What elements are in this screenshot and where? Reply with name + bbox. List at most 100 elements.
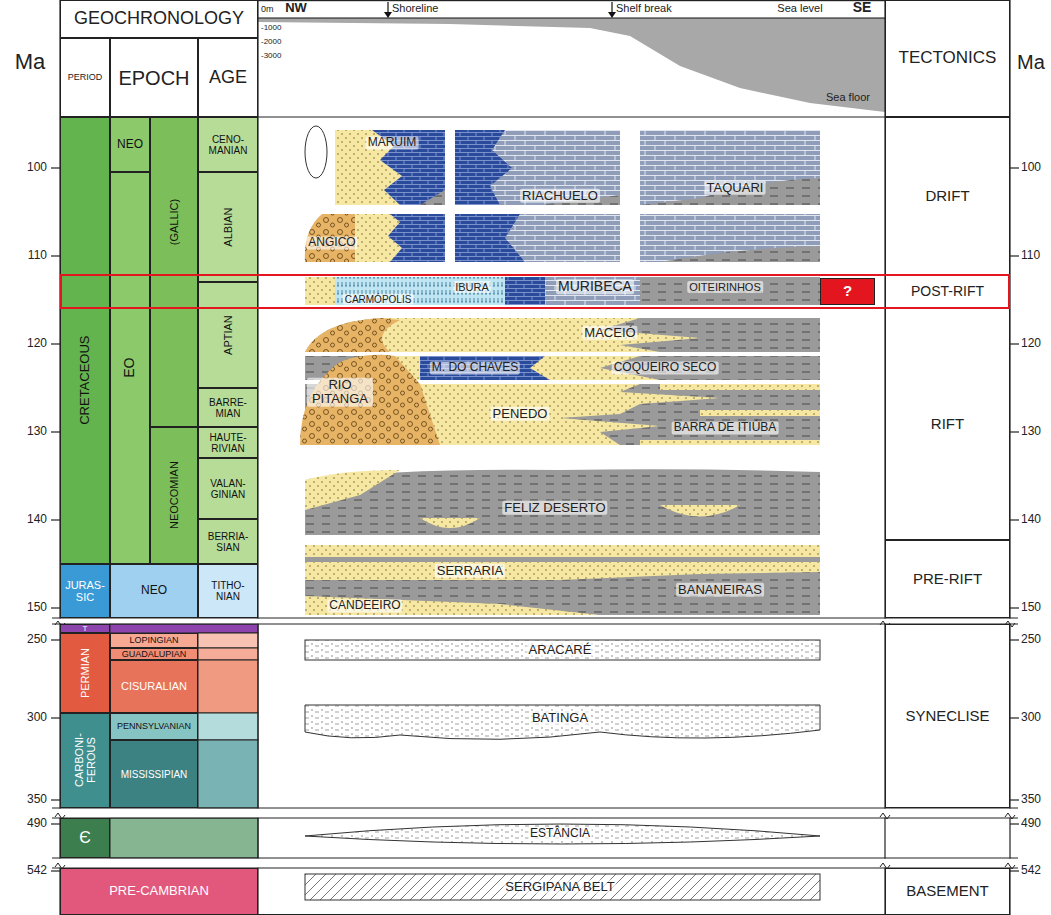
- marker-label: Shelf break: [616, 2, 672, 14]
- time-breaks: [55, 621, 1015, 869]
- strata-row-albian: [640, 214, 820, 262]
- cell-text: NEO: [141, 584, 167, 597]
- age-cell: VALAN- GINIAN: [198, 458, 258, 519]
- cell-text: AGE: [209, 68, 247, 88]
- cell-text: PRE-RIFT: [913, 571, 982, 588]
- formation-label: SERGIPANA BELT: [503, 880, 616, 894]
- cell-text: APTIAN: [222, 286, 234, 384]
- strata-row-paleozoic: [305, 640, 820, 660]
- cell-text: JURAS- SIC: [64, 579, 106, 603]
- strata-row-pre-rift: [305, 545, 820, 557]
- header-box: PERIOD: [60, 38, 110, 117]
- formation-label: BARRA DE ITIÚBA: [672, 421, 779, 434]
- age-tick-label: 350: [27, 793, 47, 806]
- epoch-cell: LOPINGIAN: [110, 633, 198, 648]
- strata-row-cenomanian-albian: [305, 126, 820, 205]
- cell-text: HAUTE- RIVIAN: [202, 432, 254, 454]
- age-tick-label: 110: [28, 249, 47, 262]
- frame-lines: [60, 0, 1010, 915]
- strata-row-albian: [305, 214, 820, 262]
- age-ticks: [51, 343, 60, 344]
- cell-text: DRIFT: [925, 188, 969, 205]
- frame-lines: [258, 116, 885, 117]
- header-box: AGE: [198, 38, 258, 117]
- age-tick-label: 140: [1021, 513, 1041, 526]
- strata-row-cenomanian-albian: [640, 178, 820, 205]
- age-cell: TITHO- NIAN: [198, 564, 258, 618]
- age-column-fills: [198, 648, 258, 660]
- strata-row-albian: [455, 214, 525, 262]
- age-cell: ALBIAN: [198, 172, 258, 282]
- age-tick-label: 110: [1021, 249, 1040, 262]
- formation-label: ESTÂNCIA: [528, 827, 592, 840]
- sea-profile: [611, 2, 612, 13]
- marker-label: Sea floor: [826, 91, 870, 103]
- formation-label: ARACARÉ: [527, 643, 594, 657]
- age-tick-label: 250: [1021, 633, 1041, 646]
- epoch-cell: MISSISSIPIAN: [110, 740, 198, 808]
- sea-profile: [258, 2, 885, 112]
- cell-text: PERIOD: [68, 73, 103, 83]
- strata-row-feliz-deserto: [305, 469, 820, 535]
- strata-row-cenomanian-albian: [335, 130, 445, 205]
- age-ticks: [1010, 343, 1019, 344]
- cell-text: CARBONI- FEROUS: [73, 717, 97, 804]
- cell-text: RIFT: [931, 416, 964, 433]
- age-tick-label: 300: [27, 711, 47, 724]
- strata-row-feliz-deserto: [660, 505, 740, 517]
- sea-profile: [258, 18, 885, 112]
- header-box: GEOCHRONOLOGY: [60, 0, 258, 38]
- post-rift-highlight: [61, 275, 1009, 308]
- cell-text: BASEMENT: [906, 883, 989, 900]
- age-column-fills: [198, 713, 258, 740]
- period-cell: CARBONI- FEROUS: [60, 713, 110, 808]
- epoch-cell: (GALLIC): [150, 117, 198, 427]
- formation-label: SERRARIA: [435, 564, 505, 578]
- age-ticks: [1010, 607, 1019, 608]
- formation-label: IBURA: [453, 281, 491, 293]
- strata-row-albian: [660, 246, 820, 262]
- cell-text: VALAN- GINIAN: [202, 478, 254, 500]
- depth-label: -1000: [261, 24, 281, 33]
- strata-row-feliz-deserto: [305, 469, 820, 535]
- strata-row-post-rift: [335, 277, 505, 305]
- cell-text: POST-RIFT: [911, 284, 984, 299]
- sea-profile: [608, 12, 616, 18]
- formation-label: MURIBECA: [556, 279, 634, 294]
- header-box: TECTONICS: [885, 0, 1010, 117]
- cell-text: BARRE- MIAN: [202, 397, 254, 419]
- formation-label: OITEIRINHOS: [687, 281, 763, 293]
- period-cell: JURAS- SIC: [60, 564, 110, 618]
- strata-row-post-rift: [305, 277, 820, 305]
- age-ticks: [51, 431, 60, 432]
- tectonic-phase-box: DRIFT: [885, 117, 1010, 275]
- tectonic-phase-box: POST-RIFT: [885, 275, 1010, 308]
- strata-row-penedo: [420, 384, 720, 445]
- formation-label: BANANEIRAS: [676, 583, 764, 597]
- age-tick-label: 490: [1021, 817, 1041, 830]
- strata-row-feliz-deserto: [420, 518, 480, 528]
- strata-row-albian: [388, 214, 445, 262]
- sea-profile: [384, 12, 392, 18]
- direction-label: NW: [285, 1, 307, 15]
- age-cell: CENO- MANIAN: [198, 117, 258, 172]
- time-breaks: [50, 859, 1020, 868]
- strata-row-cenomanian-albian: [455, 130, 512, 205]
- cell-text: ALBIAN: [222, 176, 234, 278]
- cell-text: PENNSYLVANIAN: [117, 722, 191, 732]
- strata-row-pre-rift: [305, 562, 820, 580]
- period-cell: CRETACEOUS: [60, 117, 110, 564]
- cell-text: GUADALUPIAN: [122, 650, 187, 659]
- depth-label: -3000: [261, 52, 281, 61]
- age-ticks: [51, 167, 60, 168]
- formation-label: CANDEEIRO: [327, 599, 402, 612]
- age-column-fills: [110, 624, 258, 633]
- tectonic-phase-box: PRE-RIFT: [885, 540, 1010, 618]
- age-ticks: [51, 255, 60, 256]
- age-tick-label: 350: [1021, 793, 1041, 806]
- strata-row-penedo: [700, 410, 820, 416]
- formation-label: FELIZ DESERTO: [502, 501, 607, 515]
- age-ticks: [51, 823, 60, 824]
- cell-text: GEOCHRONOLOGY: [74, 9, 244, 29]
- strata-row-pre-rift: [305, 596, 600, 615]
